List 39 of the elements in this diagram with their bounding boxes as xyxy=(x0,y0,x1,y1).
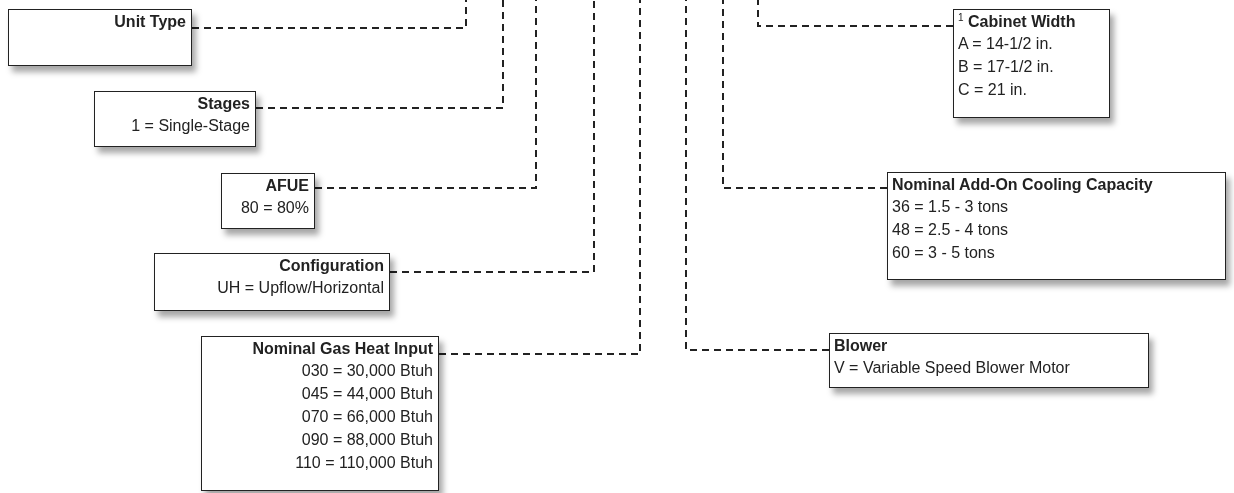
code-value: C = 21 in. xyxy=(958,80,1027,100)
leader-line xyxy=(389,0,595,273)
code-value: UH = Upflow/Horizontal xyxy=(217,278,384,298)
leader-line xyxy=(314,0,537,189)
code-box xyxy=(201,336,439,491)
leader-line xyxy=(757,0,954,27)
field-heading: Stages xyxy=(197,94,250,114)
field-heading: AFUE xyxy=(265,176,309,196)
field-heading: Configuration xyxy=(279,256,384,276)
code-value: 48 = 2.5 - 4 tons xyxy=(892,220,1009,240)
code-value: 60 = 3 - 5 tons xyxy=(892,243,995,263)
code-value: 045 = 44,000 Btuh xyxy=(301,384,433,404)
code-box xyxy=(887,172,1226,280)
code-value: 030 = 30,000 Btuh xyxy=(301,361,433,381)
code-value: V = Variable Speed Blower Motor xyxy=(834,358,1070,378)
code-value: B = 17-1/2 in. xyxy=(958,57,1054,77)
leader-line xyxy=(255,0,504,109)
code-box xyxy=(94,91,256,147)
code-value: 090 = 88,000 Btuh xyxy=(301,430,433,450)
field-heading: $^{1}$ Cabinet Width xyxy=(958,11,1076,32)
field-heading: Nominal Add-On Cooling Capacity xyxy=(892,175,1153,195)
code-value: 110 = 110,000 Btuh xyxy=(295,453,433,473)
code-value: 1 = Single-Stage xyxy=(131,116,250,136)
code-box xyxy=(154,253,390,311)
field-heading: Blower xyxy=(834,336,888,356)
code-value: A = 14-1/2 in. xyxy=(958,34,1053,54)
code-value: 070 = 66,000 Btuh xyxy=(301,407,433,427)
code-box xyxy=(221,173,315,229)
leader-line xyxy=(438,0,641,355)
leader-line xyxy=(722,0,888,189)
leader-line xyxy=(191,0,467,29)
code-box xyxy=(8,9,192,66)
field-heading: Unit Type xyxy=(114,12,186,32)
code-box xyxy=(953,9,1110,118)
code-value: 80 = 80% xyxy=(240,198,309,218)
leader-line xyxy=(685,0,830,351)
code-value: 36 = 1.5 - 3 tons xyxy=(892,197,1009,217)
code-box xyxy=(829,333,1149,388)
field-heading: Nominal Gas Heat Input xyxy=(252,339,433,359)
